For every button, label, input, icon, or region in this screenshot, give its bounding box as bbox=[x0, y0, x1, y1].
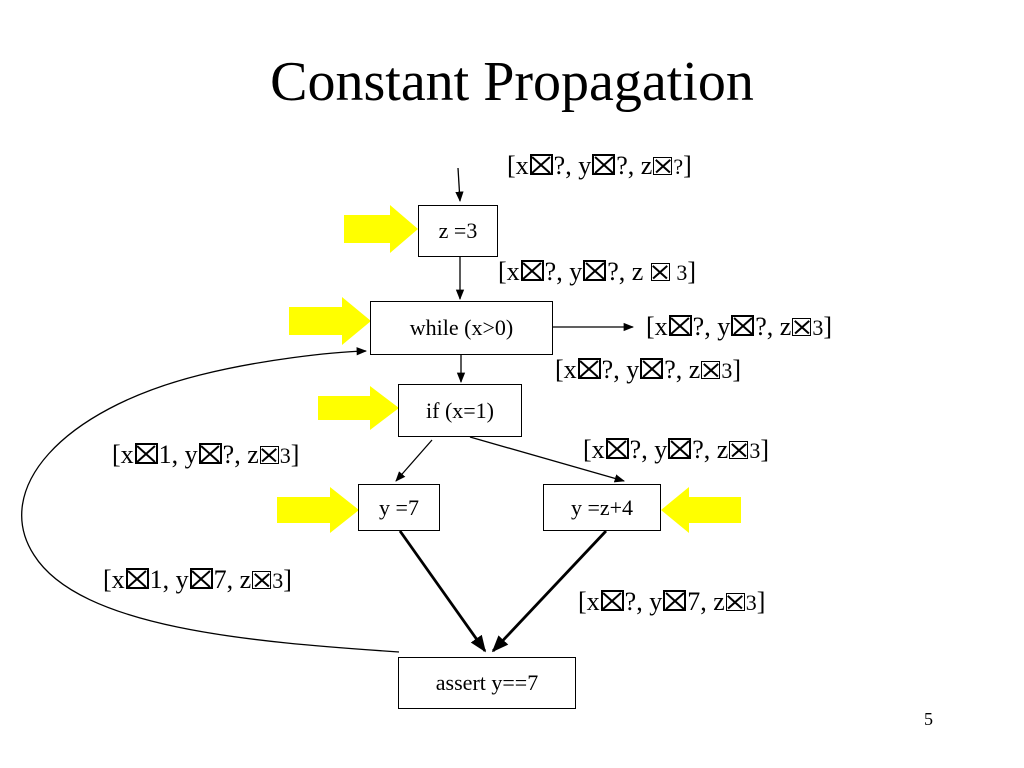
yellow-arrow-icon bbox=[289, 297, 371, 345]
boxed-x-icon bbox=[252, 571, 272, 589]
node-assert: assert y==7 bbox=[398, 657, 576, 709]
boxed-x-icon bbox=[134, 443, 158, 464]
edge-loop-back bbox=[21, 347, 400, 653]
boxed-x-icon bbox=[259, 446, 279, 464]
boxed-x-icon bbox=[600, 590, 624, 611]
boxed-x-icon bbox=[640, 358, 664, 379]
yellow-arrow-icon bbox=[277, 487, 359, 533]
node-z-assign: z =3 bbox=[418, 205, 498, 257]
boxed-x-icon bbox=[605, 438, 629, 459]
node-while-cond: while (x>0) bbox=[370, 301, 553, 355]
boxed-x-icon bbox=[653, 157, 673, 175]
boxed-x-icon bbox=[520, 260, 544, 281]
yellow-arrow-icon bbox=[344, 205, 418, 253]
edge-if-to-y7 bbox=[395, 439, 433, 482]
boxed-x-icon bbox=[189, 568, 213, 589]
boxed-x-icon bbox=[125, 568, 149, 589]
boxed-x-icon bbox=[729, 441, 749, 459]
boxed-x-icon bbox=[198, 443, 222, 464]
edge-yz4-to-assert bbox=[491, 530, 608, 653]
boxed-x-icon bbox=[725, 593, 745, 611]
fact-after-z: [x?, y?, z 3] bbox=[498, 257, 696, 286]
page-title: Constant Propagation bbox=[270, 51, 754, 113]
page-number: 5 bbox=[924, 709, 933, 729]
yellow-arrow-icon bbox=[318, 386, 399, 430]
boxed-x-icon bbox=[650, 263, 670, 281]
boxed-x-icon bbox=[668, 438, 692, 459]
boxed-x-icon bbox=[731, 315, 755, 336]
boxed-x-icon bbox=[792, 318, 812, 336]
node-y-assign-z4: y =z+4 bbox=[543, 484, 661, 531]
boxed-x-icon bbox=[592, 154, 616, 175]
node-y-assign-7: y =7 bbox=[358, 484, 440, 531]
node-if-cond: if (x=1) bbox=[398, 384, 522, 437]
boxed-x-icon bbox=[529, 154, 553, 175]
boxed-x-icon bbox=[663, 590, 687, 611]
fact-entry: [x?, y?, z?] bbox=[507, 151, 692, 180]
yellow-arrow-icon bbox=[661, 487, 741, 533]
edge-y7-to-assert bbox=[398, 530, 487, 653]
edge-entry-to-z bbox=[455, 167, 464, 203]
boxed-x-icon bbox=[668, 315, 692, 336]
boxed-x-icon bbox=[701, 361, 721, 379]
edge-if-to-yz4 bbox=[469, 436, 625, 483]
boxed-x-icon bbox=[583, 260, 607, 281]
boxed-x-icon bbox=[577, 358, 601, 379]
